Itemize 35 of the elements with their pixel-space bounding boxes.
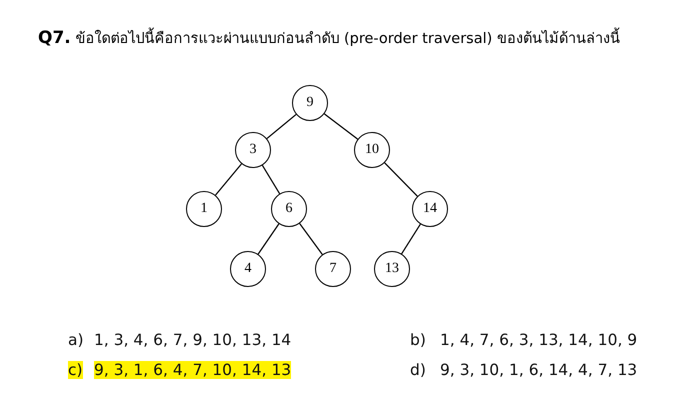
tree-node-circle — [374, 251, 410, 287]
node-value: 6 — [286, 201, 292, 217]
question-text: Q7. ข้อใดต่อไปนี้คือการแวะผ่านแบบก่อนลำดับ (pre-order traversal) ของต้นไม้ด้านล่างนี้ — [38, 26, 620, 49]
node-value: 1 — [200, 201, 208, 217]
node-value: 9 — [306, 95, 314, 111]
answer-option-text: 9, 3, 10, 1, 6, 14, 4, 7, 13 — [440, 361, 638, 379]
option-letter: a) — [68, 331, 84, 349]
answer-option-text: 1, 3, 4, 6, 7, 9, 10, 13, 14 — [94, 331, 292, 349]
tree-node-circle — [271, 191, 307, 227]
node-value: 14 — [423, 201, 437, 217]
tree-node-circle — [186, 191, 222, 227]
tree-node-circle — [412, 191, 448, 227]
option-letter: d) — [410, 361, 426, 379]
node-value: 7 — [330, 261, 336, 277]
tree-edge-line — [384, 162, 418, 197]
tree-node-circle — [230, 251, 266, 287]
tree-node-circle — [354, 132, 390, 168]
tree-edge-line — [401, 224, 421, 254]
answer-option-text: 9, 3, 1, 6, 4, 7, 10, 14, 13 — [94, 361, 292, 379]
answer-option-text: 1, 4, 7, 6, 3, 13, 14, 10, 9 — [440, 331, 638, 349]
tree-edge-line — [262, 165, 280, 194]
tree-node-circle — [292, 85, 328, 121]
option-letter: b) — [410, 331, 426, 349]
node-value: 10 — [365, 142, 379, 158]
node-value: 4 — [244, 261, 252, 277]
option-letter: c) — [68, 361, 83, 379]
tree-edge-line — [299, 223, 323, 255]
tree-node-circle — [235, 132, 271, 168]
tree-edge-line — [215, 163, 242, 196]
tree-edge-line — [266, 114, 296, 140]
node-value: 13 — [385, 261, 399, 277]
node-value: 3 — [250, 142, 256, 158]
tree-edge-line — [258, 224, 280, 254]
tree-node-circle — [315, 251, 351, 287]
tree-edge-line — [324, 113, 358, 140]
